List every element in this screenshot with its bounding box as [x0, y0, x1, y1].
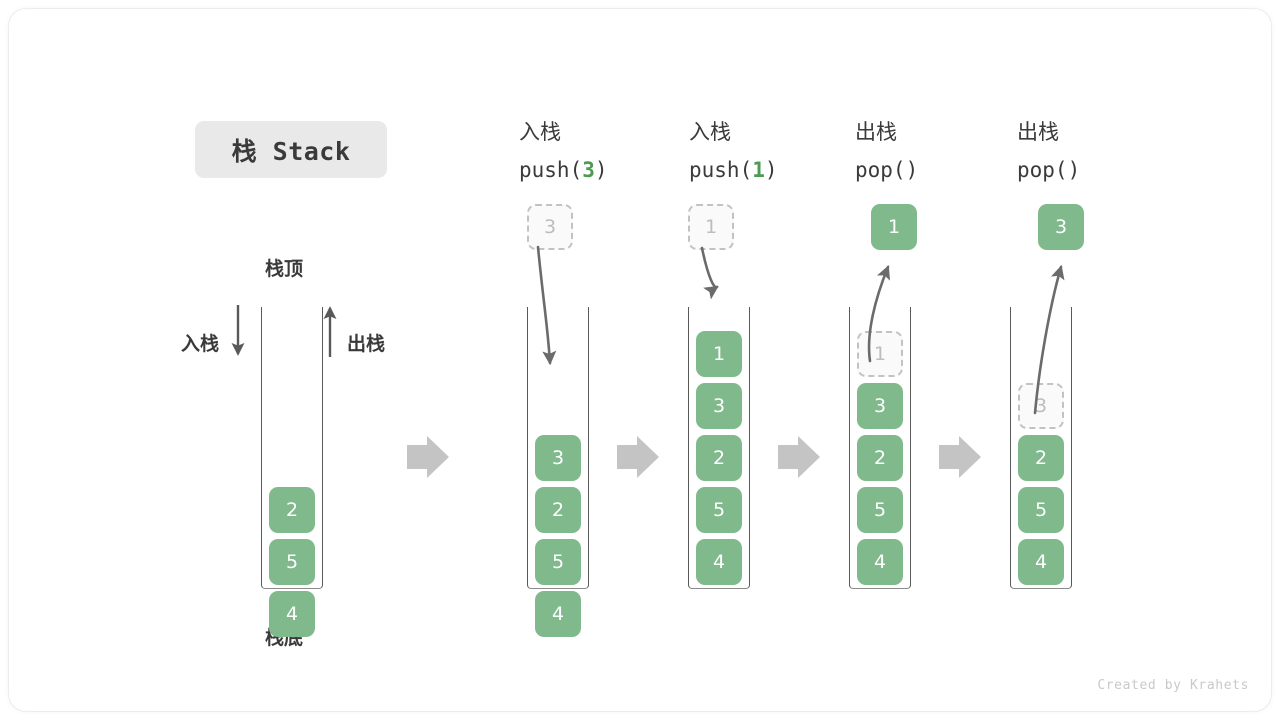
- stack-cell: 4: [1018, 539, 1064, 585]
- footer-credit: Created by Krahets: [1097, 678, 1249, 693]
- stack-cell: 4: [535, 591, 581, 637]
- vacated-slot-ghost: 1: [857, 331, 903, 377]
- stack-top-label: 栈顶: [265, 258, 304, 280]
- code-argument: 3: [582, 158, 595, 182]
- arrows-overlay: [231, 245, 1065, 478]
- operation-cn: 入栈: [519, 120, 561, 144]
- stack-walls: [261, 307, 323, 589]
- stack-cell: 2: [857, 435, 903, 481]
- stack-cell: 3: [696, 383, 742, 429]
- flow-arrow: [939, 436, 981, 478]
- code-prefix: push(: [519, 158, 583, 182]
- push-direction-label: 入栈: [181, 333, 220, 355]
- code-argument: 1: [752, 158, 765, 182]
- flow-arrow: [407, 436, 449, 478]
- vacated-slot-ghost: 3: [1018, 383, 1064, 429]
- operation-label-pop-3: 出栈 pop(): [1017, 113, 1080, 189]
- stack-cell: 5: [269, 539, 315, 585]
- code-suffix: ): [905, 158, 919, 182]
- title-badge: 栈 Stack: [195, 121, 387, 178]
- operation-cn: 出栈: [1017, 120, 1059, 144]
- popped-element: 3: [1038, 204, 1084, 250]
- stack-cell: 4: [857, 539, 903, 585]
- stack-cell: 5: [535, 539, 581, 585]
- stack-cell: 2: [1018, 435, 1064, 481]
- stack-walls: [1010, 307, 1072, 589]
- code-prefix: pop(: [855, 158, 906, 182]
- push-arrow-1: [700, 246, 719, 300]
- stack-cell: 4: [696, 539, 742, 585]
- operation-code: push(1): [689, 151, 778, 189]
- code-suffix: ): [764, 158, 778, 182]
- operation-label-pop-1: 出栈 pop(): [855, 113, 918, 189]
- code-suffix: ): [594, 158, 608, 182]
- code-prefix: pop(: [1017, 158, 1068, 182]
- operation-cn: 入栈: [689, 120, 731, 144]
- code-prefix: push(: [689, 158, 753, 182]
- operation-code: pop(): [1017, 151, 1080, 189]
- stack-cell: 3: [857, 383, 903, 429]
- stack-cell: 2: [696, 435, 742, 481]
- code-suffix: ): [1067, 158, 1081, 182]
- stack-cell: 5: [696, 487, 742, 533]
- popped-element: 1: [871, 204, 917, 250]
- flow-arrow: [778, 436, 820, 478]
- diagram-canvas: 栈 Stack 栈顶 栈底 入栈 出栈 2 5 4 入栈 push(3) 3 3…: [8, 8, 1272, 712]
- operation-label-push-3: 入栈 push(3): [519, 113, 608, 189]
- operation-cn: 出栈: [855, 120, 897, 144]
- operation-label-push-1: 入栈 push(1): [689, 113, 778, 189]
- stack-cell: 5: [1018, 487, 1064, 533]
- pop-direction-label: 出栈: [347, 333, 386, 355]
- operation-code: pop(): [855, 151, 918, 189]
- operation-code: push(3): [519, 151, 608, 189]
- stack-cell: 2: [269, 487, 315, 533]
- stack-cell: 3: [535, 435, 581, 481]
- stack-cell: 5: [857, 487, 903, 533]
- incoming-element-ghost: 3: [527, 204, 573, 250]
- stack-walls: [849, 307, 911, 589]
- stack-cell: 1: [696, 331, 742, 377]
- stack-walls: [688, 307, 750, 589]
- incoming-element-ghost: 1: [688, 204, 734, 250]
- stack-cell: 4: [269, 591, 315, 637]
- stack-cell: 2: [535, 487, 581, 533]
- flow-arrow: [617, 436, 659, 478]
- stack-walls: [527, 307, 589, 589]
